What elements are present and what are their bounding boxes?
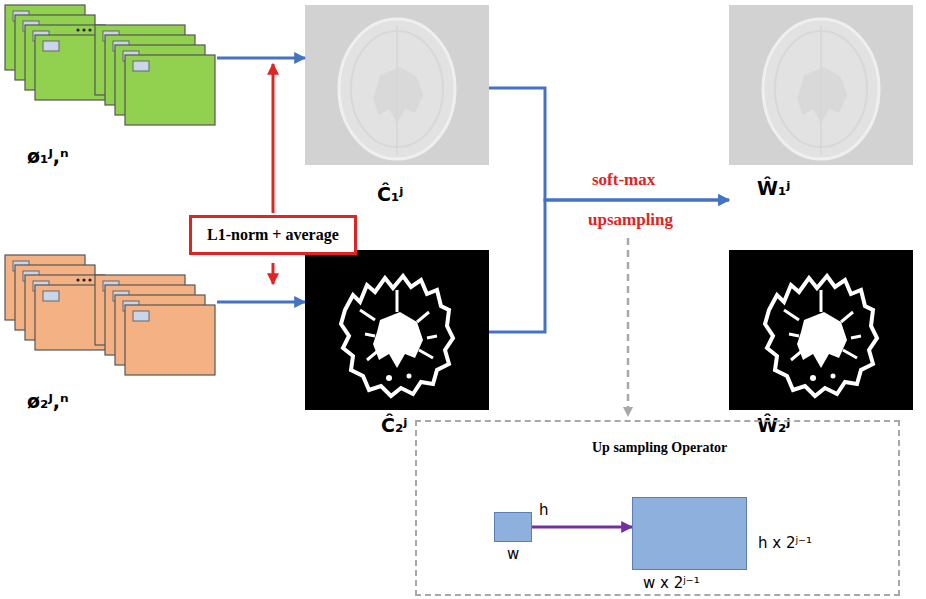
operation-label: upsampling [588, 210, 673, 230]
panel-title: Up sampling Operator [592, 440, 727, 456]
flow-arrow [217, 301, 305, 304]
large-block: h x 2ʲ⁻¹w x 2ʲ⁻¹ [632, 497, 747, 570]
flow-arrow [217, 57, 305, 60]
feature-stack: ø₂ᴶ,ⁿ [5, 255, 217, 415]
process-box: L1-norm + average [189, 215, 357, 255]
symbol-label: w x 2ʲ⁻¹ [643, 574, 700, 592]
image-panel: Ĉ₁ʲ [305, 5, 489, 215]
small-block: hw [494, 512, 532, 542]
image-panel: Ŵ₂ʲ [729, 250, 913, 440]
box-label: L1-norm + average [207, 226, 339, 244]
symbol-label: Ĉ₂ʲ [381, 414, 407, 436]
symbol-label: ø₁ᴶ,ⁿ [27, 145, 69, 167]
flow-arrow [532, 526, 632, 529]
symbol-label: Ŵ₂ʲ [757, 414, 790, 436]
image-panel: Ĉ₂ʲ [305, 250, 489, 440]
operation-label: soft-max [592, 170, 655, 190]
flow-arrow [489, 88, 729, 200]
flow-arrow [489, 200, 729, 332]
symbol-label: Ĉ₁ʲ [377, 183, 403, 205]
symbol-label: w [507, 545, 519, 563]
symbol-label: h [539, 501, 549, 519]
symbol-label: Ŵ₁ʲ [757, 177, 790, 199]
feature-stack: ø₁ᴶ,ⁿ [5, 5, 217, 170]
operator-panel: Up sampling Operatorhwh x 2ʲ⁻¹w x 2ʲ⁻¹ [415, 420, 900, 596]
symbol-label: h x 2ʲ⁻¹ [758, 534, 812, 552]
symbol-label: ø₂ᴶ,ⁿ [27, 390, 69, 412]
image-panel: Ŵ₁ʲ [729, 5, 913, 215]
